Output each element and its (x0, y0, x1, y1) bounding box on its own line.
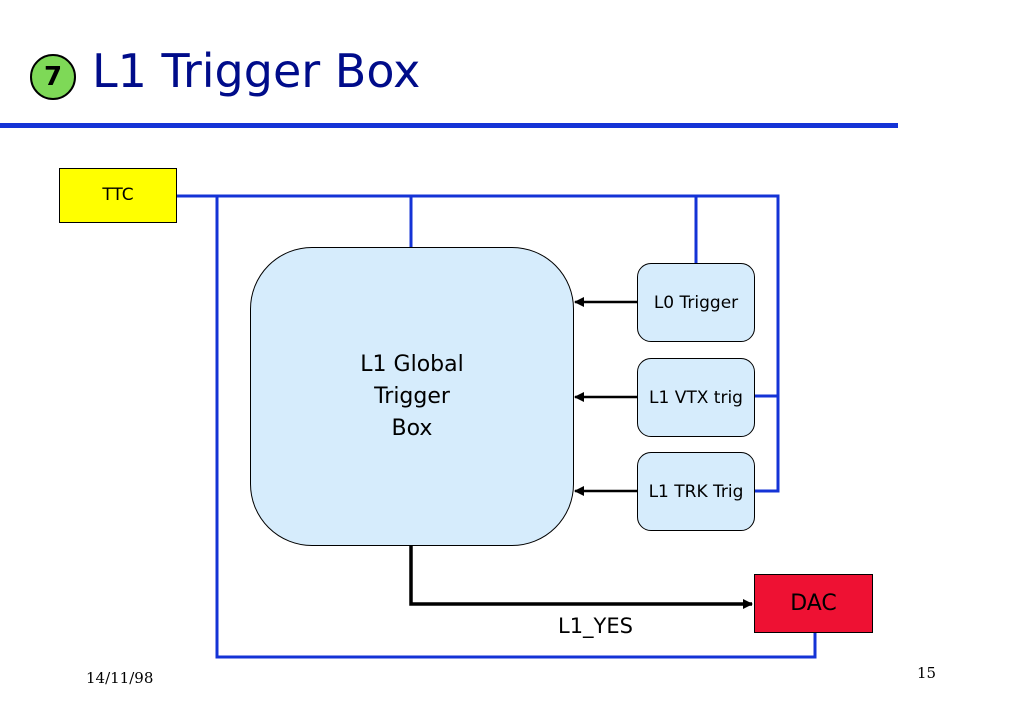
node-l1-vtx-trig: L1 VTX trig (637, 358, 755, 437)
ttc-bus-top-line (177, 194, 780, 493)
ttc-bus (177, 194, 817, 659)
footer-date: 14/11/98 (86, 669, 154, 687)
page-number: 15 (917, 664, 937, 682)
slide-title: L1 Trigger Box (92, 44, 421, 98)
ttc-bus-dac-loop (215, 196, 817, 659)
arrow-l1-yes-to-dac (409, 546, 753, 609)
trigger-arrows (409, 297, 753, 609)
node-dac: DAC (754, 574, 873, 633)
node-l1-global-trigger-box: L1 Global Trigger Box (250, 247, 574, 546)
edge-label-l1-yes: L1_YES (558, 614, 633, 638)
slide-number-badge: 7 (30, 54, 76, 100)
node-l0-trigger: L0 Trigger (637, 263, 755, 342)
node-ttc: TTC (59, 168, 177, 223)
title-underline (0, 123, 898, 128)
node-l1-trk-trig: L1 TRK Trig (637, 452, 755, 531)
